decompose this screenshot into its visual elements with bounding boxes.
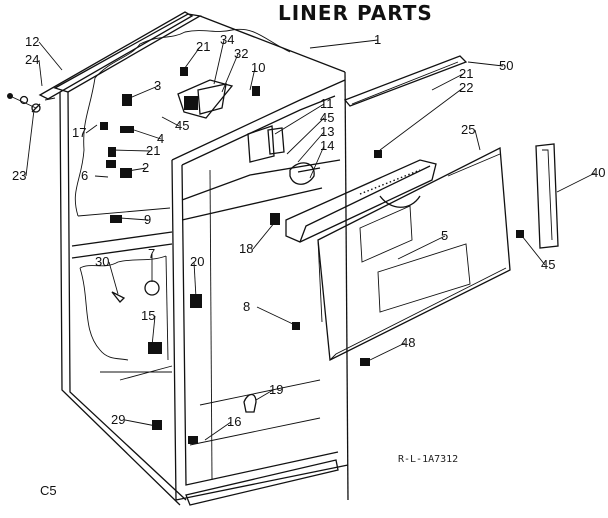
leader-line-17	[85, 124, 98, 134]
callout-45: 45	[175, 118, 189, 133]
refrigerator-liner	[53, 13, 349, 506]
leader-line-45	[286, 117, 325, 155]
leader-line-20	[193, 261, 197, 299]
callout-4: 4	[157, 131, 164, 146]
callout-48: 48	[401, 335, 415, 350]
callout-25: 25	[461, 122, 475, 137]
leader-line-18	[252, 221, 276, 250]
leader-line-50	[467, 61, 504, 67]
callout-22: 22	[459, 80, 473, 95]
callout-14: 14	[320, 138, 334, 153]
leader-line-23	[25, 109, 35, 177]
callout-19: 19	[269, 382, 283, 397]
leader-line-32	[221, 53, 239, 93]
callout-23: 23	[12, 168, 26, 183]
leader-line-13	[297, 131, 325, 163]
leader-line-21	[431, 73, 464, 91]
callout-18: 18	[239, 241, 253, 256]
leader-line-30	[108, 261, 119, 295]
callout-leaders	[25, 39, 596, 441]
callout-13: 13	[320, 124, 334, 139]
callout-8: 8	[243, 299, 250, 314]
callout-11: 11	[320, 96, 334, 111]
callout-9: 9	[144, 212, 151, 227]
leader-line-45	[161, 116, 180, 127]
callout-21: 21	[459, 66, 473, 81]
leader-line-3	[124, 85, 159, 101]
leader-line-12	[38, 41, 63, 71]
diagram-code: C5	[40, 483, 57, 498]
callout-45: 45	[541, 257, 555, 272]
callout-10: 10	[251, 60, 265, 75]
right-rail	[343, 55, 468, 107]
callout-16: 16	[227, 414, 241, 429]
callout-15: 15	[141, 308, 155, 323]
callout-29: 29	[111, 412, 125, 427]
light-housing	[177, 79, 234, 119]
catalog-number: R-L-1A7312	[398, 454, 458, 465]
leader-line-15	[151, 315, 156, 347]
callout-3: 3	[154, 78, 161, 93]
callout-32: 32	[234, 46, 248, 61]
callout-7: 7	[148, 246, 155, 261]
callout-21: 21	[146, 143, 160, 158]
callout-12: 12	[25, 34, 39, 49]
callout-34: 34	[220, 32, 234, 47]
callout-2: 2	[142, 160, 149, 175]
callout-1: 1	[374, 32, 381, 47]
leader-line-29	[124, 419, 157, 427]
screw-23	[7, 93, 41, 113]
leader-line-45	[521, 235, 546, 266]
callout-5: 5	[441, 228, 448, 243]
callout-45: 45	[320, 110, 334, 125]
leader-line-21	[111, 149, 151, 152]
leader-line-22	[379, 87, 464, 151]
callout-17: 17	[72, 125, 86, 140]
fan-assembly	[247, 125, 321, 185]
leader-line-2	[127, 167, 147, 172]
leader-line-14	[309, 145, 325, 179]
top-rail	[38, 11, 194, 101]
leader-line-48	[369, 342, 406, 361]
callout-50: 50	[499, 58, 513, 73]
callout-30: 30	[95, 254, 109, 269]
leader-line-5	[397, 235, 446, 260]
leader-line-24	[38, 59, 43, 87]
leader-line-21	[181, 46, 201, 73]
callout-40: 40	[591, 165, 605, 180]
leader-line-8	[256, 306, 296, 326]
leader-line-40	[556, 172, 596, 193]
leader-line-19	[255, 389, 274, 401]
shelf-panel	[317, 146, 511, 362]
callout-21: 21	[196, 39, 210, 54]
trim-strip	[535, 143, 559, 249]
leader-line-9	[119, 217, 149, 221]
leader-line-6	[94, 175, 109, 178]
leader-line-1	[309, 39, 379, 49]
callout-20: 20	[190, 254, 204, 269]
diagram-title: LINER PARTS	[278, 1, 433, 25]
light-bulb	[243, 393, 257, 413]
leader-line-4	[127, 127, 162, 140]
callout-6: 6	[81, 168, 88, 183]
leader-line-11	[274, 103, 325, 135]
callout-24: 24	[25, 52, 39, 67]
leader-line-16	[204, 421, 232, 441]
leader-line-34	[213, 39, 225, 85]
air-duct-assembly	[285, 159, 437, 243]
leader-line-25	[474, 129, 481, 151]
leader-line-10	[249, 67, 256, 91]
